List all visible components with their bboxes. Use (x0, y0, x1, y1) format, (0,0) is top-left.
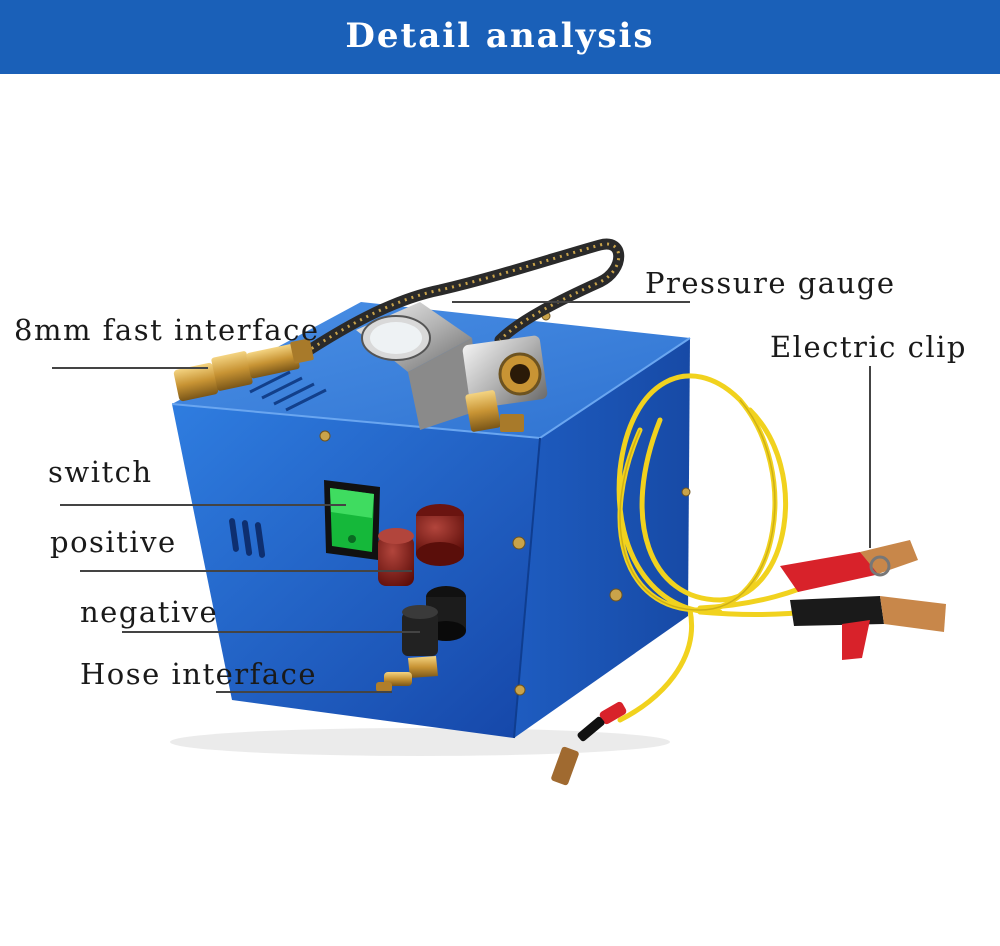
product-photo (170, 238, 946, 786)
label-positive: positive (50, 525, 177, 559)
label-hose-interface: Hose interface (80, 657, 318, 691)
box-side (514, 338, 690, 738)
fast-interface-fitting (173, 338, 314, 402)
positive-knob (378, 504, 464, 586)
label-pressure-gauge: Pressure gauge (645, 266, 896, 300)
screws (319, 311, 691, 696)
gauge-block (356, 302, 548, 432)
front-vents (229, 518, 266, 558)
cable-terminals (551, 701, 627, 786)
negative-knob (402, 586, 466, 656)
floor-shadow (170, 728, 670, 756)
red-clip-upper (780, 540, 918, 592)
page-title: Detail analysis (345, 16, 655, 56)
yellow-cable-shade (619, 399, 776, 611)
red-clip-lower (790, 596, 946, 660)
hose-nipple (376, 656, 438, 692)
label-switch: switch (48, 455, 153, 489)
label-electric-clip: Electric clip (770, 330, 967, 364)
label-negative: negative (80, 595, 219, 629)
top-vents (249, 370, 327, 412)
label-8mm-fast-interface: 8mm fast interface (14, 313, 320, 347)
rocker-switch (324, 480, 380, 560)
header-bar: Detail analysis (0, 0, 1000, 74)
